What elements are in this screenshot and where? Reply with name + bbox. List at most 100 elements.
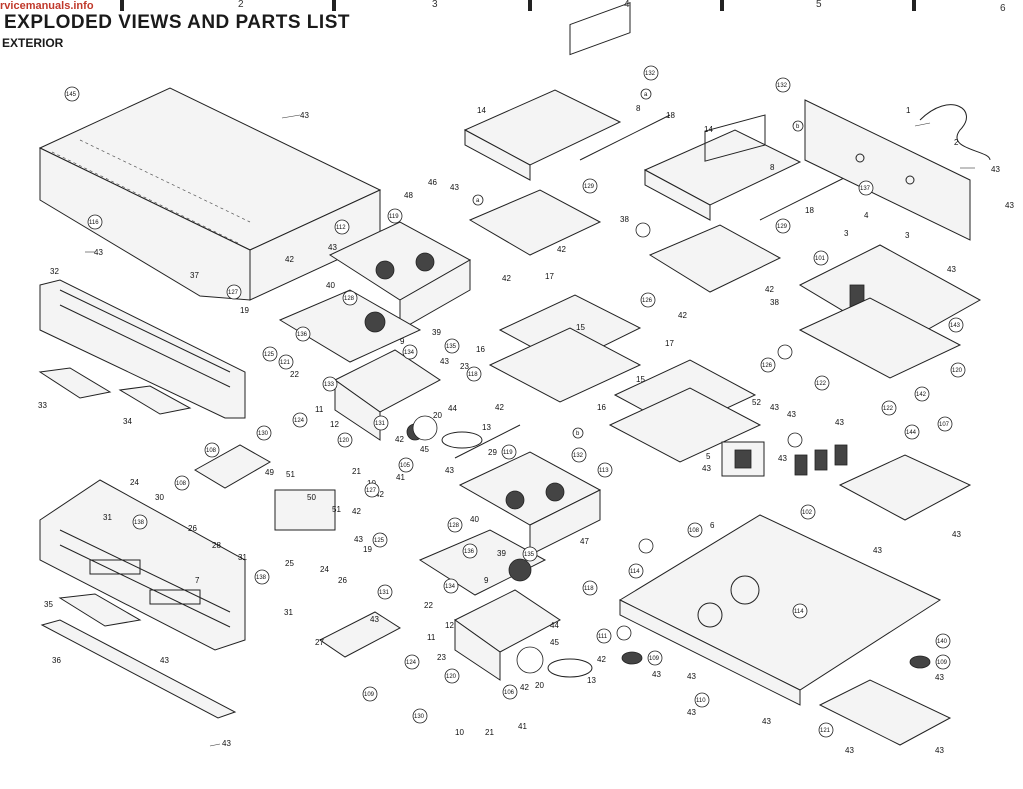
part-label: 43 <box>652 670 661 679</box>
svg-text:119: 119 <box>503 450 513 456</box>
part-label: 43 <box>762 717 771 726</box>
svg-text:128: 128 <box>449 523 460 529</box>
cassette-tray-right <box>643 129 802 221</box>
circled-ref: 113 <box>597 462 613 478</box>
cassette-mechanism-lower <box>458 451 602 556</box>
circled-ref: 124 <box>404 654 420 670</box>
section-subtitle: EXTERIOR <box>2 36 64 50</box>
svg-text:140: 140 <box>937 639 948 645</box>
svg-text:138: 138 <box>256 575 267 581</box>
circled-ref: 144 <box>904 424 920 440</box>
part-label: 4 <box>864 211 869 220</box>
part-label: 43 <box>778 454 787 463</box>
part-label: 14 <box>477 106 486 115</box>
part-label: 47 <box>580 537 589 546</box>
sub-pcb <box>838 454 972 521</box>
circled-ref <box>787 432 803 448</box>
circled-ref: 138 <box>132 514 148 530</box>
circled-ref: 114 <box>792 603 808 619</box>
part-label: 22 <box>290 370 299 379</box>
drive-belt-upper <box>441 431 483 449</box>
svg-text:101: 101 <box>815 256 826 262</box>
svg-text:110: 110 <box>696 698 706 704</box>
front-chassis <box>39 479 246 651</box>
svg-text:131: 131 <box>375 421 386 427</box>
part-label: 39 <box>432 328 441 337</box>
svg-text:121: 121 <box>820 728 831 734</box>
circled-ref: 127 <box>226 284 242 300</box>
part-label: 11 <box>315 405 324 414</box>
part-label: 30 <box>155 493 164 502</box>
part-label: 41 <box>518 722 527 731</box>
part-label: 43 <box>935 746 944 755</box>
foot-right <box>909 655 931 669</box>
part-label: 35 <box>44 600 53 609</box>
svg-text:113: 113 <box>599 468 609 474</box>
part-label: 43 <box>935 673 944 682</box>
part-label: 17 <box>665 339 674 348</box>
circled-ref: 140 <box>935 633 951 649</box>
svg-text:108: 108 <box>206 448 217 454</box>
part-label: 44 <box>550 621 559 630</box>
spring-plate-right <box>704 114 766 162</box>
circled-ref: 131 <box>373 415 389 431</box>
part-label: 31 <box>103 513 112 522</box>
part-label: 43 <box>787 410 796 419</box>
circled-ref: 119 <box>387 208 403 224</box>
svg-text:144: 144 <box>906 430 917 436</box>
circled-ref: 109 <box>647 650 663 666</box>
circled-ref: 125 <box>262 346 278 362</box>
grid-tick <box>120 0 124 11</box>
svg-text:109: 109 <box>937 660 948 666</box>
foot-left <box>621 651 643 665</box>
part-label: 43 <box>440 357 449 366</box>
svg-text:105: 105 <box>400 463 411 469</box>
part-label: 17 <box>545 272 554 281</box>
power-transformer <box>721 441 765 477</box>
part-label: 22 <box>424 601 433 610</box>
svg-text:130: 130 <box>258 431 269 437</box>
part-label: 13 <box>482 423 491 432</box>
svg-text:124: 124 <box>294 418 305 424</box>
part-label: 38 <box>770 298 779 307</box>
control-pcb-lower <box>319 611 401 658</box>
part-label: 31 <box>284 608 293 617</box>
circled-ref: 109 <box>362 686 378 702</box>
tray-holder-right <box>648 224 782 293</box>
part-label: 42 <box>678 311 687 320</box>
part-label: 38 <box>620 215 629 224</box>
escutcheon-left <box>38 367 112 399</box>
power-cord <box>919 104 991 161</box>
svg-text:133: 133 <box>324 382 335 388</box>
svg-text:114: 114 <box>794 609 804 615</box>
svg-text:132: 132 <box>573 453 584 459</box>
svg-text:a: a <box>644 92 648 98</box>
grid-tick <box>720 0 724 11</box>
circled-ref: 135 <box>522 546 538 562</box>
part-label: 21 <box>485 728 494 737</box>
display-window <box>58 593 142 627</box>
part-label: 43 <box>702 464 711 473</box>
circled-ref <box>638 538 654 554</box>
circled-ref: 135 <box>444 338 460 354</box>
circled-ref <box>635 222 651 238</box>
part-label: 2 <box>954 138 959 147</box>
part-label: 41 <box>396 473 405 482</box>
bottom-chassis <box>618 514 942 706</box>
circled-ref: 130 <box>412 708 428 724</box>
circled-ref: 108 <box>204 442 220 458</box>
svg-text:b: b <box>796 124 800 130</box>
slide-rail-right <box>759 174 851 221</box>
flywheel-lower <box>516 646 544 674</box>
svg-text:138: 138 <box>134 520 145 526</box>
part-label: 45 <box>420 445 429 454</box>
circled-ref: 114 <box>628 563 644 579</box>
part-label: 39 <box>497 549 506 558</box>
svg-text:128: 128 <box>344 296 355 302</box>
circled-ref: 108 <box>174 475 190 491</box>
svg-text:142: 142 <box>916 392 927 398</box>
door-plate-upper <box>488 327 642 403</box>
svg-text:131: 131 <box>379 590 390 596</box>
tray-holder-upper <box>468 189 602 256</box>
